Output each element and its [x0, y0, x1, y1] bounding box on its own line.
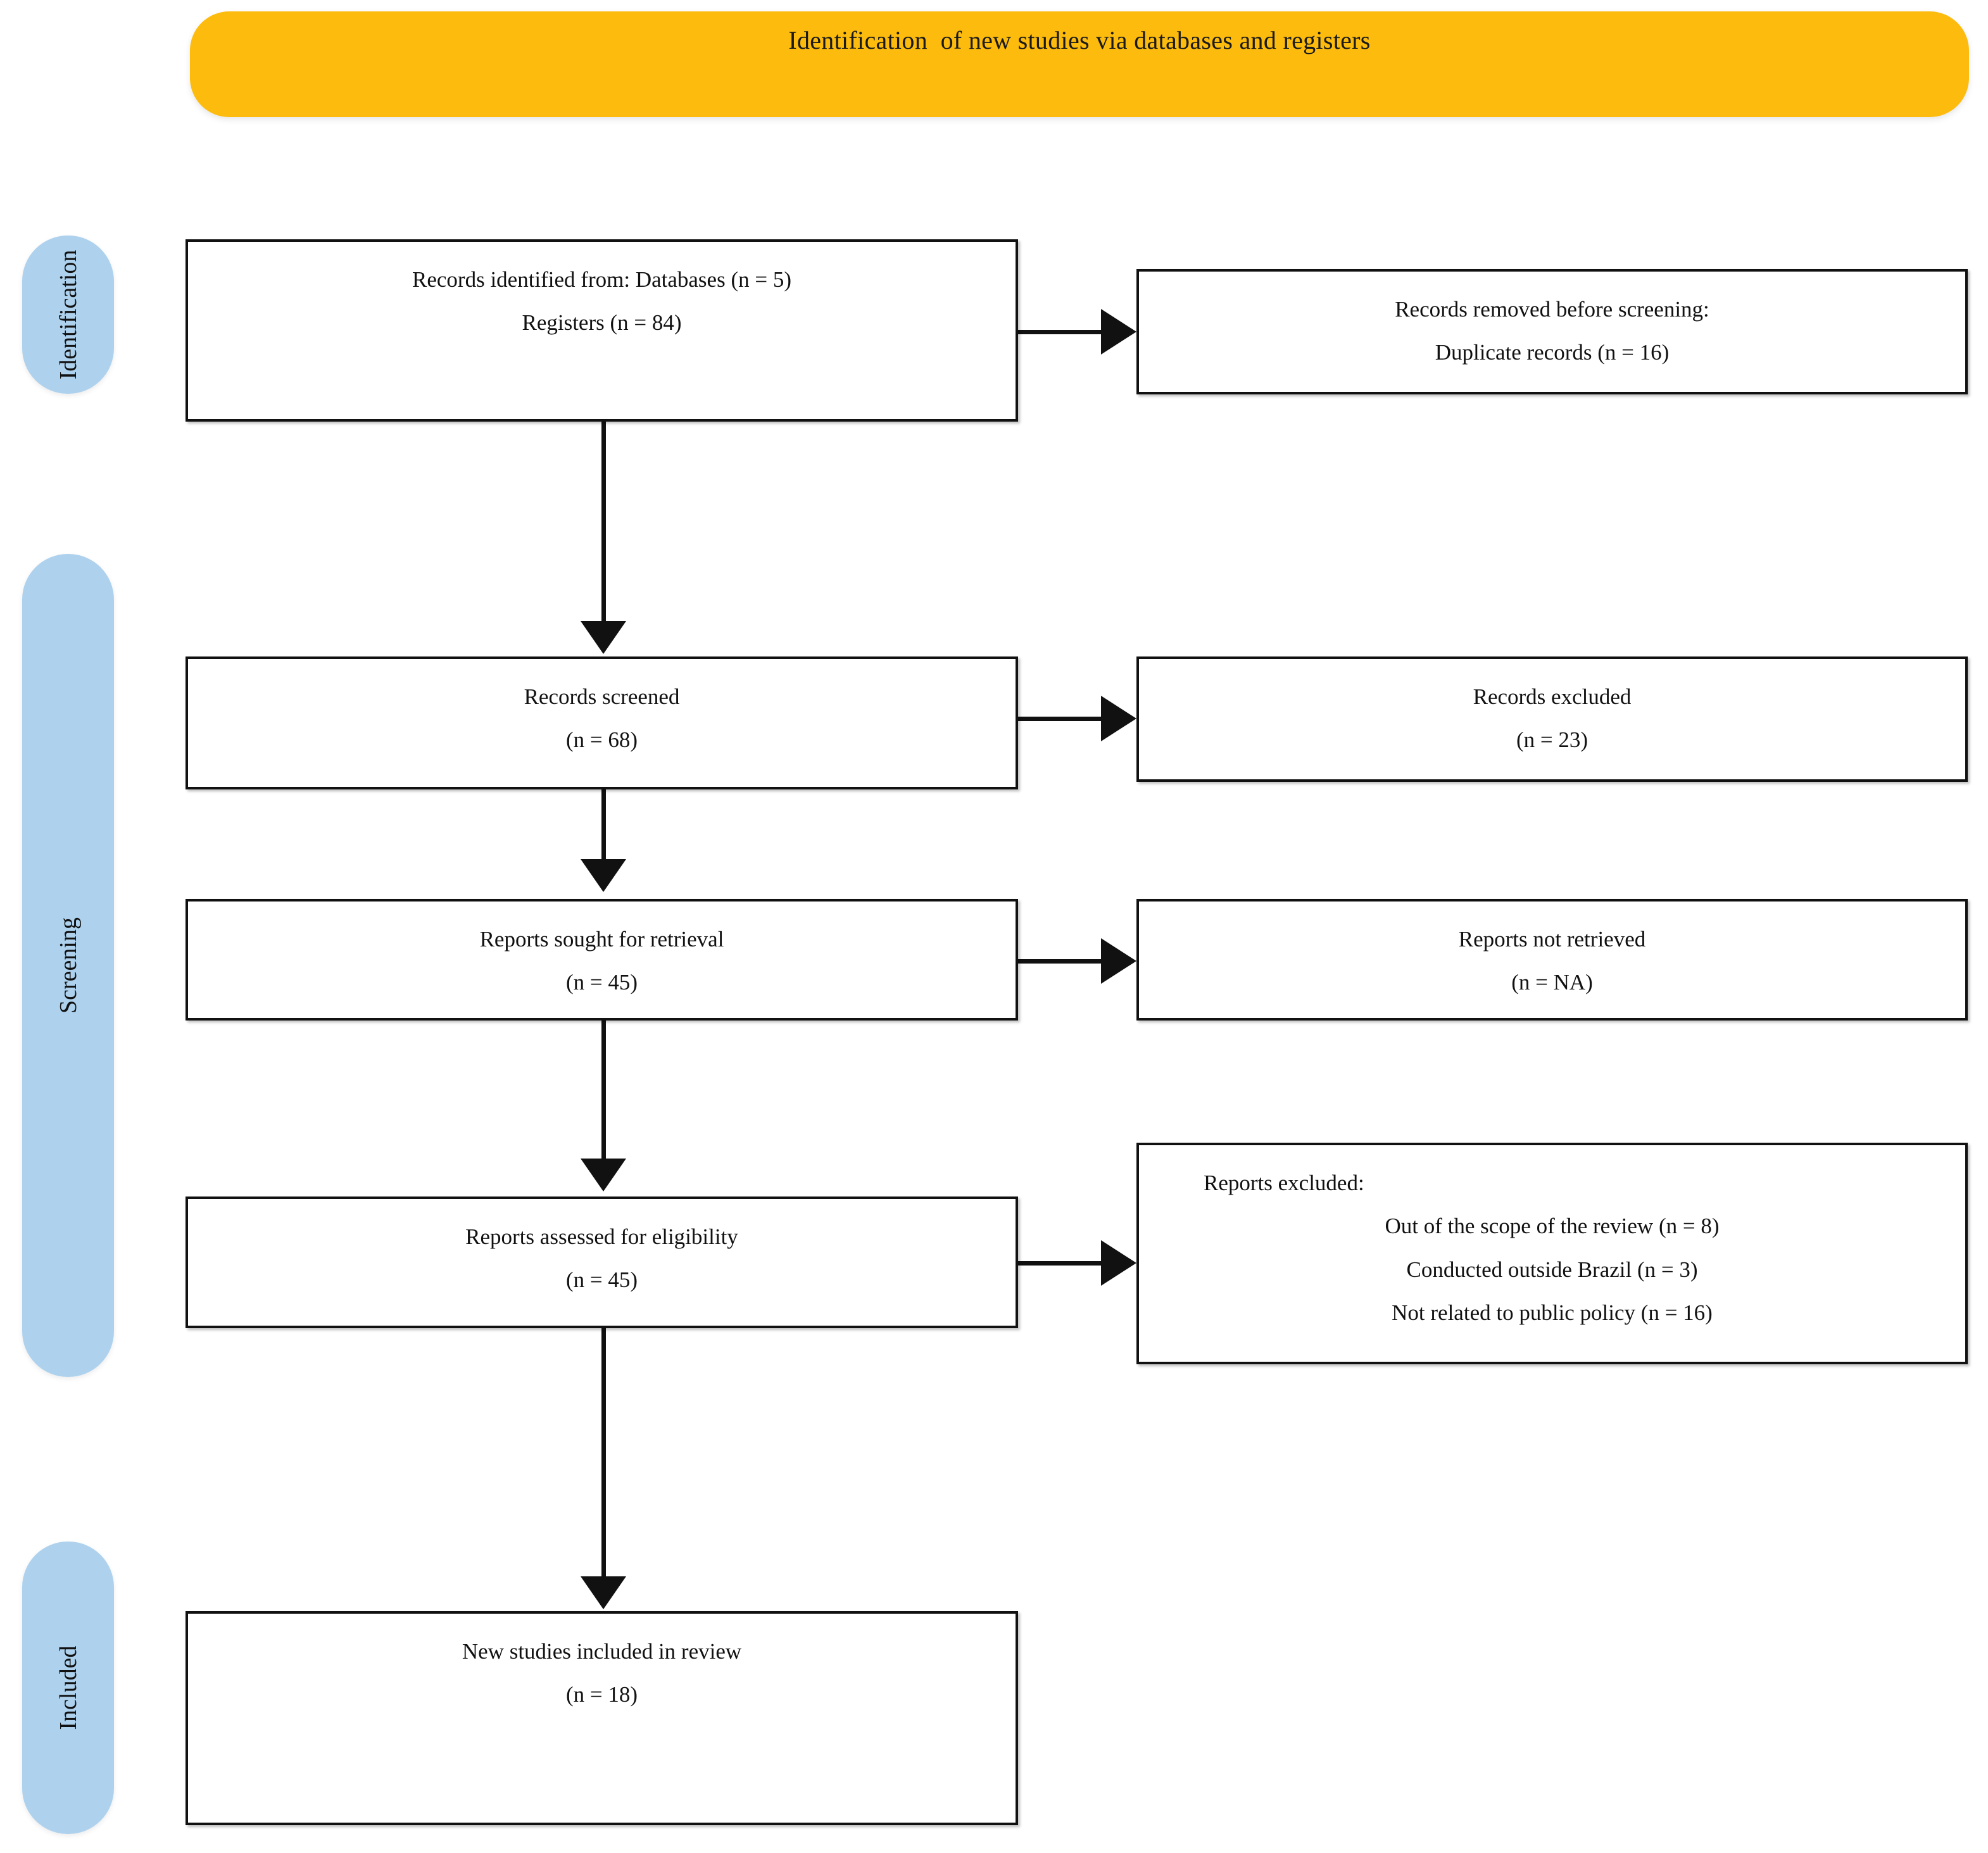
box-reports-excluded: Reports excluded: Out of the scope of th… — [1136, 1143, 1968, 1364]
reports-excluded-reason-3: Not related to public policy (n = 16) — [1392, 1300, 1713, 1325]
box-records-identified-text: Records identified from: Databases (n = … — [188, 242, 1016, 345]
arrowhead-down-assessed-to-included — [581, 1576, 626, 1609]
studies-included-line-1: New studies included in review — [462, 1639, 742, 1664]
records-excluded-line-1: Records excluded — [1473, 684, 1632, 709]
connector-sought-to-assessed — [601, 1021, 606, 1159]
connector-screened-to-sought — [601, 789, 606, 859]
connector-assessed-to-reportsexcluded — [1018, 1261, 1105, 1266]
records-screened-line-1: Records screened — [524, 684, 680, 709]
arrowhead-down-screened-to-sought — [581, 859, 626, 892]
stage-pill-included: Included — [22, 1542, 114, 1834]
box-reports-sought: Reports sought for retrieval (n = 45) — [186, 899, 1018, 1021]
box-records-removed-text: Records removed before screening: Duplic… — [1139, 272, 1965, 375]
box-studies-included-text: New studies included in review (n = 18) — [188, 1614, 1016, 1717]
connector-screened-to-excluded — [1018, 717, 1105, 721]
box-reports-excluded-text: Reports excluded: Out of the scope of th… — [1139, 1145, 1965, 1335]
connector-identified-to-screened — [601, 422, 606, 621]
records-screened-line-2: (n = 68) — [565, 727, 638, 753]
records-excluded-line-2: (n = 23) — [1516, 727, 1589, 753]
header-banner-title: Identification of new studies via databa… — [788, 26, 1371, 54]
arrowhead-right-assessed-to-reportsexcluded — [1101, 1240, 1136, 1286]
box-reports-assessed: Reports assessed for eligibility (n = 45… — [186, 1197, 1018, 1328]
studies-included-line-2: (n = 18) — [565, 1682, 638, 1707]
stage-label-included: Included — [54, 1645, 82, 1730]
stage-label-identification: Identification — [54, 249, 82, 380]
box-reports-assessed-text: Reports assessed for eligibility (n = 45… — [188, 1199, 1016, 1302]
reports-excluded-reason-1: Out of the scope of the review (n = 8) — [1385, 1214, 1720, 1239]
box-studies-included: New studies included in review (n = 18) — [186, 1611, 1018, 1825]
records-removed-line-2: Duplicate records (n = 16) — [1435, 340, 1670, 365]
box-records-excluded-text: Records excluded (n = 23) — [1139, 659, 1965, 762]
connector-sought-to-notretrieved — [1018, 959, 1105, 964]
box-records-excluded: Records excluded (n = 23) — [1136, 656, 1968, 782]
records-identified-line-1: Records identified from: Databases (n = … — [412, 267, 791, 292]
connector-assessed-to-included — [601, 1328, 606, 1576]
box-records-removed: Records removed before screening: Duplic… — [1136, 269, 1968, 394]
box-records-screened-text: Records screened (n = 68) — [188, 659, 1016, 762]
reports-excluded-heading: Reports excluded: — [1204, 1171, 1364, 1195]
box-reports-sought-text: Reports sought for retrieval (n = 45) — [188, 901, 1016, 1005]
reports-assessed-line-2: (n = 45) — [565, 1267, 638, 1293]
connector-identified-to-removed — [1018, 330, 1105, 334]
box-records-identified: Records identified from: Databases (n = … — [186, 239, 1018, 422]
box-records-screened: Records screened (n = 68) — [186, 656, 1018, 789]
stage-pill-identification: Identification — [22, 236, 114, 394]
stage-pill-screening: Screening — [22, 554, 114, 1377]
arrowhead-down-identified-to-screened — [581, 621, 626, 654]
reports-sought-line-1: Reports sought for retrieval — [479, 927, 724, 952]
header-banner: Identification of new studies via databa… — [190, 11, 1969, 117]
arrowhead-right-sought-to-notretrieved — [1101, 938, 1136, 984]
box-reports-not-retrieved: Reports not retrieved (n = NA) — [1136, 899, 1968, 1021]
reports-not-retrieved-line-1: Reports not retrieved — [1458, 927, 1646, 952]
reports-assessed-line-1: Reports assessed for eligibility — [465, 1224, 738, 1249]
reports-excluded-reason-2: Conducted outside Brazil (n = 3) — [1406, 1257, 1698, 1282]
records-removed-line-1: Records removed before screening: — [1395, 297, 1709, 322]
arrowhead-right-screened-to-excluded — [1101, 696, 1136, 741]
box-reports-not-retrieved-text: Reports not retrieved (n = NA) — [1139, 901, 1965, 1005]
records-identified-line-2: Registers (n = 84) — [522, 310, 682, 336]
reports-not-retrieved-line-2: (n = NA) — [1511, 970, 1593, 995]
stage-label-screening: Screening — [54, 917, 82, 1014]
reports-sought-line-2: (n = 45) — [565, 970, 638, 995]
arrowhead-down-sought-to-assessed — [581, 1159, 626, 1191]
arrowhead-right-identified-to-removed — [1101, 309, 1136, 355]
